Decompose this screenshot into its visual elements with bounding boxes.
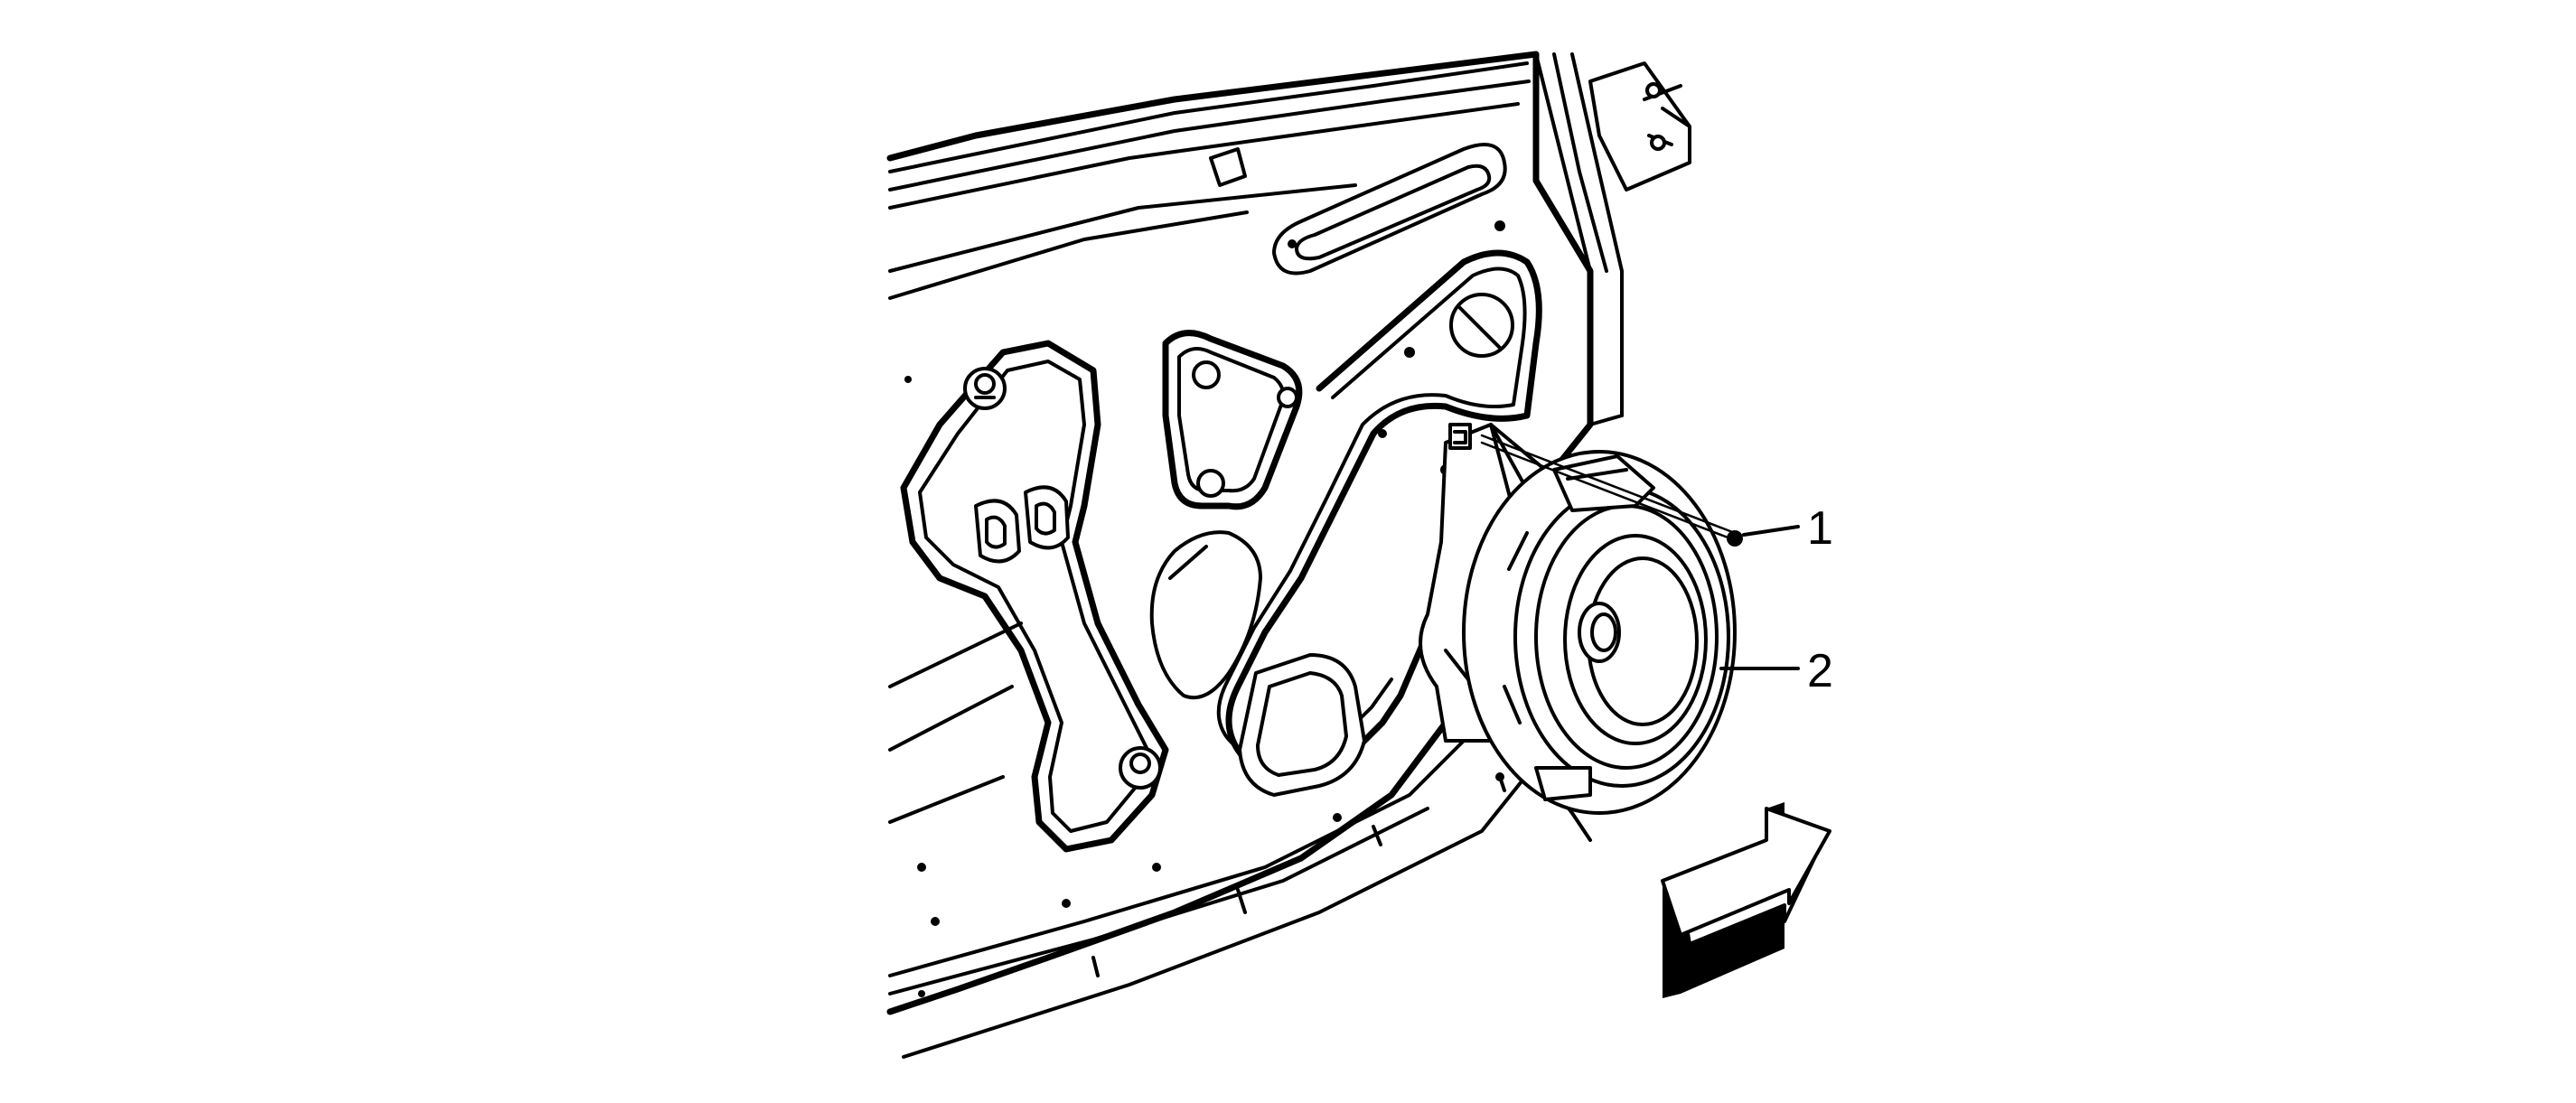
upper-access-slot	[1272, 143, 1507, 276]
callout-2-label: 2	[1807, 645, 1833, 697]
door-speaker	[1462, 450, 1737, 815]
hinge-bracket	[1588, 61, 1691, 192]
upper-clip	[1209, 147, 1247, 187]
clip-pad	[974, 499, 1021, 564]
speaker-fastener	[1480, 434, 1743, 547]
callout-1-label: 1	[1807, 502, 1833, 555]
center-access-hole	[1149, 530, 1262, 700]
front-of-vehicle-arrow	[1661, 802, 1831, 998]
door-inner-panel	[886, 51, 1624, 1059]
callout-2: 2	[1719, 645, 1833, 697]
speaker-access-hole	[1449, 293, 1514, 358]
mounting-keyhole	[963, 367, 1007, 410]
left-reinforcement-rib	[900, 340, 1169, 853]
center-bracket	[1162, 330, 1303, 510]
mounting-keyhole	[1119, 746, 1162, 790]
callout-1: 1	[1742, 502, 1833, 555]
clip-pad	[1024, 485, 1070, 550]
